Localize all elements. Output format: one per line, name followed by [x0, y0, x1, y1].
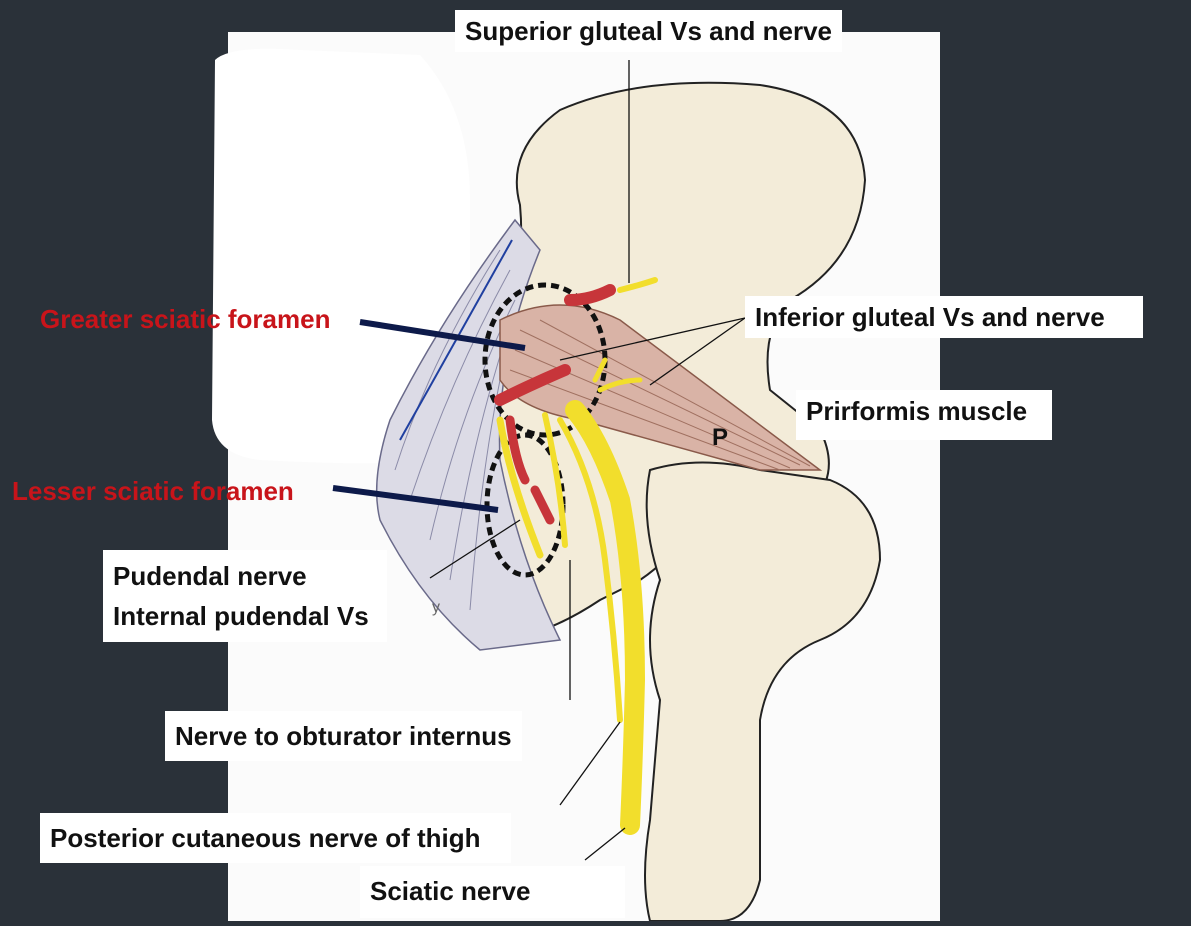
label-inferior-gluteal: Inferior gluteal Vs and nerve: [745, 296, 1143, 338]
muscle-letter: P: [712, 424, 728, 451]
label-posterior-cutaneous: Posterior cutaneous nerve of thigh: [40, 813, 511, 863]
label-greater-sciatic-foramen: Greater sciatic foramen: [40, 304, 330, 334]
label-pudendal-group: Pudendal nerve Internal pudendal Vs: [103, 550, 387, 642]
label-internal-pudendal: Internal pudendal Vs: [113, 596, 369, 636]
label-obturator-internus: Nerve to obturator internus: [165, 711, 522, 761]
stray-letter: y: [432, 599, 440, 616]
label-superior-gluteal: Superior gluteal Vs and nerve: [455, 10, 842, 52]
label-piriformis: Prirformis muscle: [796, 390, 1052, 440]
label-pudendal-nerve: Pudendal nerve: [113, 556, 369, 596]
label-sciatic-nerve: Sciatic nerve: [360, 866, 625, 918]
label-lesser-sciatic-foramen: Lesser sciatic foramen: [12, 476, 294, 506]
